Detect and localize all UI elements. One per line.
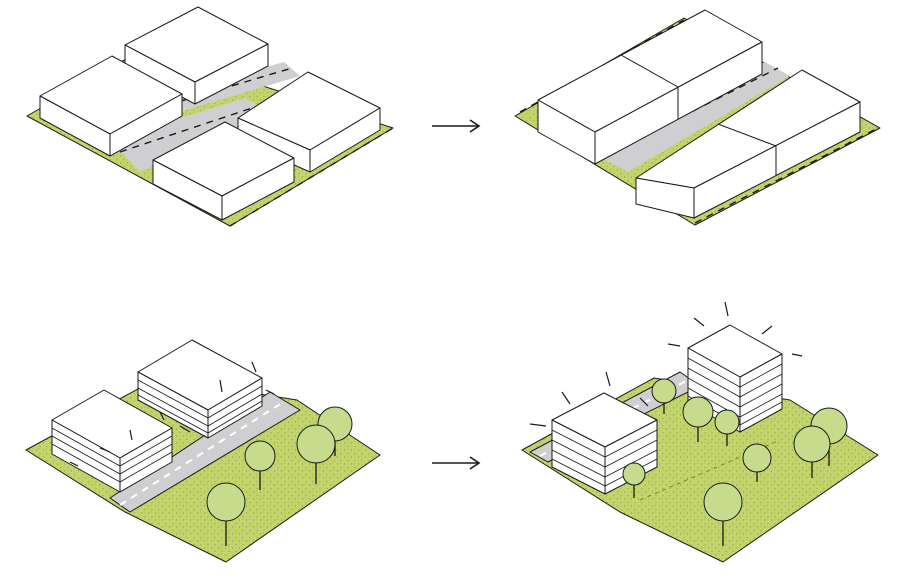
building-block — [537, 9, 763, 165]
panel-bottom-right — [521, 301, 879, 563]
tree — [622, 462, 646, 498]
tree — [682, 396, 714, 442]
right-arrow-icon — [432, 119, 481, 133]
ground-path — [639, 439, 781, 501]
tree — [703, 482, 743, 546]
street-center-line — [119, 105, 259, 153]
street-center-line — [119, 400, 286, 506]
ground-edge-dash — [694, 127, 879, 224]
mid-rise-building — [51, 389, 173, 493]
tree — [651, 378, 677, 414]
tree — [714, 409, 740, 446]
tree — [296, 424, 336, 484]
mid-rise-building — [137, 339, 275, 439]
building-block — [152, 121, 295, 221]
building-block — [39, 55, 183, 157]
right-arrow-icon — [432, 456, 481, 470]
tree — [206, 482, 246, 546]
panel-bottom-left — [25, 339, 381, 563]
tree — [793, 425, 831, 478]
ground-edge-dash — [229, 127, 394, 227]
central-street — [590, 62, 790, 172]
panel-top-left — [26, 6, 394, 227]
cross-street — [110, 98, 270, 172]
tree — [742, 443, 772, 482]
tree — [244, 440, 276, 490]
panel-top-right — [514, 9, 881, 226]
building-block — [124, 6, 269, 105]
building-block — [635, 69, 861, 219]
tower-building — [529, 371, 658, 495]
